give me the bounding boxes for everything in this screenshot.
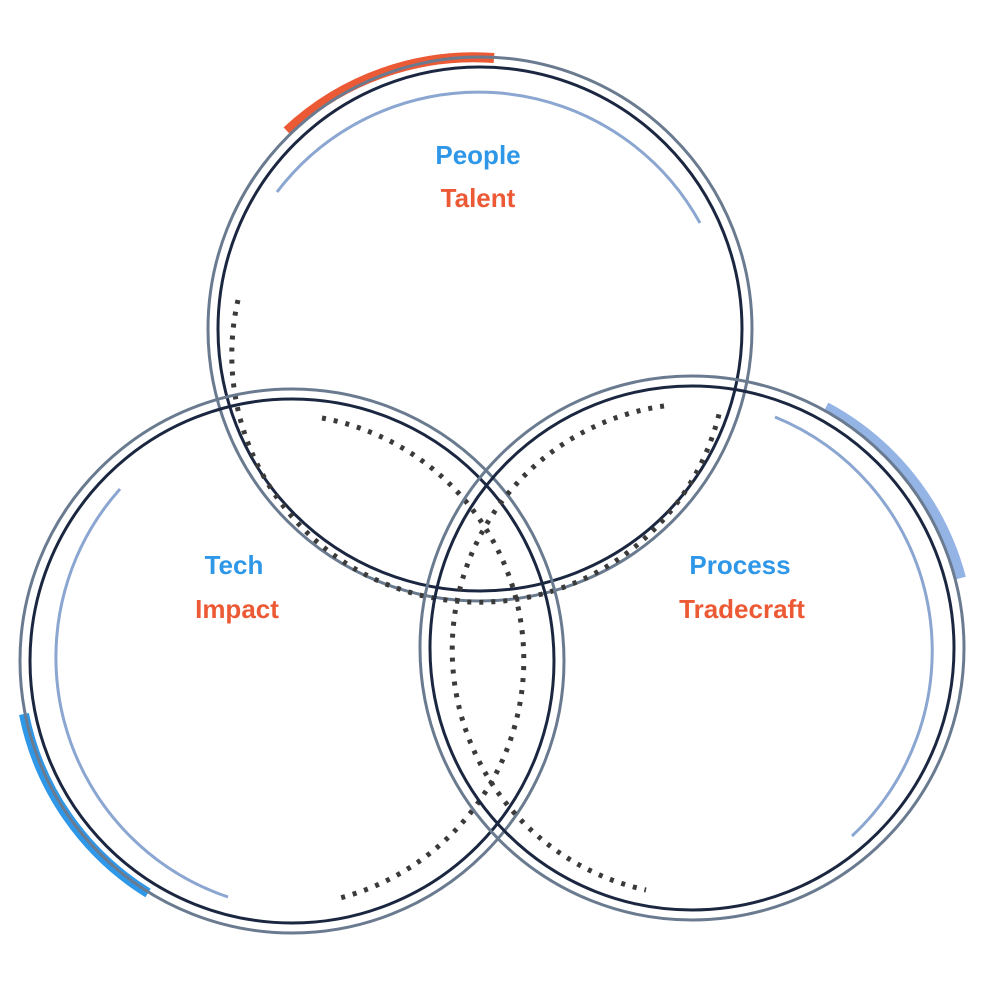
tech-secondary-label: Impact xyxy=(195,594,279,624)
process-primary-label: Process xyxy=(689,550,790,580)
process-dotted-arc xyxy=(449,403,665,893)
tech-circle: Tech Impact xyxy=(18,387,566,935)
people-thin-arc xyxy=(275,90,702,224)
process-thin-arc xyxy=(774,415,934,838)
tech-primary-label: Tech xyxy=(205,550,264,580)
people-dotted-arc xyxy=(229,299,723,605)
tech-dotted-arc xyxy=(321,415,527,901)
process-circle: Process Tradecraft xyxy=(418,374,966,922)
tech-thin-arc xyxy=(54,488,229,899)
people-circle: People Talent xyxy=(206,52,754,605)
people-inner-ring xyxy=(216,65,744,593)
people-secondary-label: Talent xyxy=(441,183,516,213)
tech-outer-ring xyxy=(18,387,566,935)
process-inner-ring xyxy=(428,384,956,912)
process-accent-arc xyxy=(823,402,966,580)
tech-inner-ring xyxy=(28,397,556,925)
process-outer-ring xyxy=(418,374,966,922)
process-secondary-label: Tradecraft xyxy=(679,594,805,624)
people-primary-label: People xyxy=(435,140,520,170)
